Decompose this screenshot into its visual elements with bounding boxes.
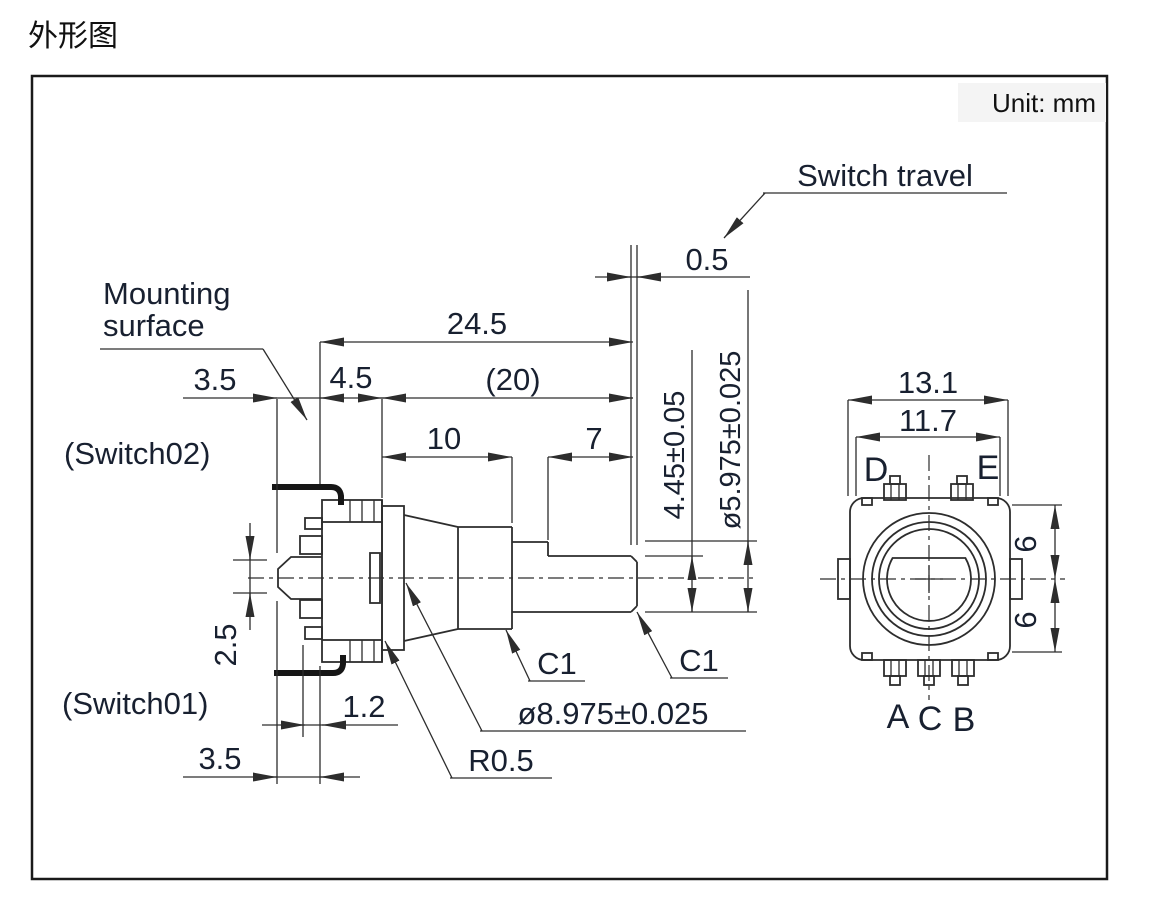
dim-bushing-length: 10 xyxy=(427,421,461,456)
unit-box xyxy=(958,83,1106,122)
mounting-bracket-top xyxy=(272,484,344,505)
unit-label: Unit: mm xyxy=(992,88,1096,118)
page-title: 外形图 xyxy=(28,20,118,53)
label-switch-travel: Switch travel xyxy=(797,158,973,193)
terminal-label-c: C xyxy=(918,700,943,738)
dim-switch-travel: 0.5 xyxy=(685,242,728,277)
dim-inner-width: 11.7 xyxy=(899,403,957,438)
dim-chamfer-front: C1 xyxy=(537,646,577,681)
label-mounting-surface-1: Mounting xyxy=(103,276,231,311)
dim-shaft-flat-height: 4.45±0.05 xyxy=(659,391,691,520)
dim-shaft-length-ref: (20) xyxy=(485,362,540,397)
drawing-border xyxy=(30,74,1109,881)
terminal-a xyxy=(883,659,907,686)
dim-flat-length: 7 xyxy=(585,421,602,456)
switch-plunger xyxy=(277,556,322,600)
dim-overall-length: 24.5 xyxy=(447,306,507,341)
terminal-label-d: D xyxy=(864,451,889,489)
front-view-dimensions: 13.1 11.7 6 6 D E A C B xyxy=(847,365,1062,739)
dim-bushing-offset: 4.5 xyxy=(329,360,372,395)
dim-bushing-diameter: ø8.975±0.025 xyxy=(517,696,708,731)
terminal-b xyxy=(951,659,975,686)
terminal-label-a: A xyxy=(887,698,910,736)
terminal-e xyxy=(950,475,974,501)
mounting-bracket-bottom xyxy=(274,655,346,676)
label-switch02: (Switch02) xyxy=(64,436,210,471)
dim-top-clearance: 3.5 xyxy=(193,362,236,397)
bushing xyxy=(403,514,513,642)
dim-chamfer-end: C1 xyxy=(679,643,719,678)
terminal-d xyxy=(883,475,907,501)
dim-terminal-offset: 1.2 xyxy=(342,689,385,724)
dim-bracket-radius: R0.5 xyxy=(468,743,533,778)
dim-bottom-clearance: 3.5 xyxy=(198,741,241,776)
label-switch01: (Switch01) xyxy=(62,686,208,721)
side-view-dimensions: 24.5 3.5 4.5 (20) 10 7 0.5 Switch travel… xyxy=(62,158,1007,784)
dim-half-height-top: 6 xyxy=(1008,535,1043,552)
front-view-outline xyxy=(820,455,1065,700)
dim-shaft-diameter: ø5.975±0.025 xyxy=(715,351,747,530)
terminal-label-e: E xyxy=(977,449,1000,487)
shaft xyxy=(512,541,638,613)
dim-body-width: 13.1 xyxy=(898,365,958,400)
dim-plunger-height: 2.5 xyxy=(208,623,243,666)
label-mounting-surface-2: surface xyxy=(103,308,205,343)
shaft-d-cut xyxy=(886,557,972,622)
terminal-c xyxy=(917,659,941,686)
terminal-label-b: B xyxy=(953,701,976,739)
side-view-outline xyxy=(248,245,758,676)
dim-half-height-bottom: 6 xyxy=(1008,611,1043,628)
